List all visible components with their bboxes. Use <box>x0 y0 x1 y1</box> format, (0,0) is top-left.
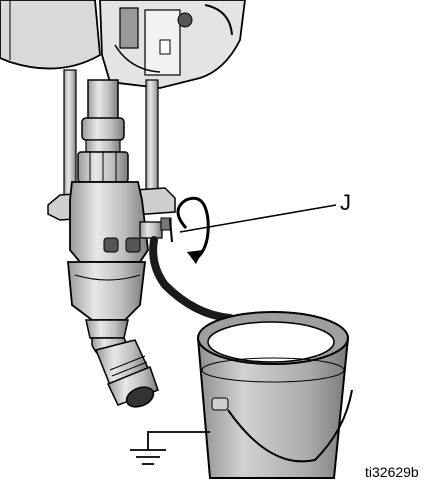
displacement-shaft <box>77 79 129 183</box>
callout-label-j: J <box>340 190 351 215</box>
waste-pail <box>196 311 353 479</box>
inlet-elbow <box>91 337 159 408</box>
callout-j-leader <box>179 204 337 233</box>
ground-symbol-icon <box>130 431 210 465</box>
figure-id: ti32629b <box>365 464 419 480</box>
pump-lower-body <box>67 181 149 339</box>
motor-housing <box>0 0 246 89</box>
rotation-arrow-icon <box>176 196 210 264</box>
tie-rod-right <box>145 79 159 201</box>
